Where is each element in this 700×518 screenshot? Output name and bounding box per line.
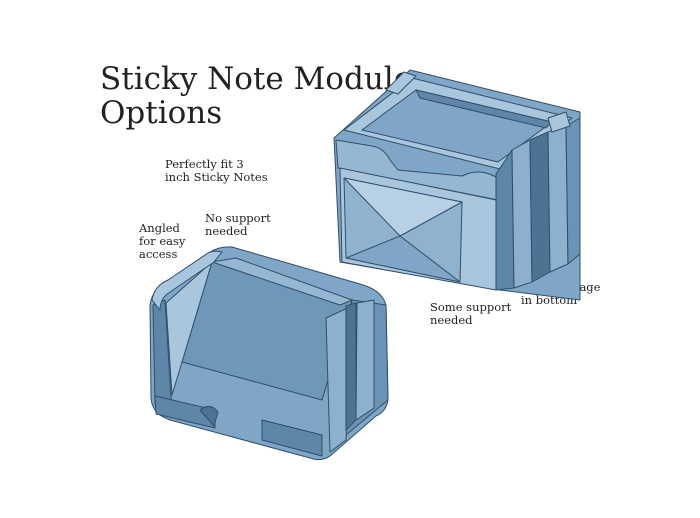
note-angled: Angled for easy access [139,221,186,261]
storage-module-render [333,69,581,301]
title-line-1: Sticky Note Module [100,61,413,97]
page-title: Sticky Note Module Options [100,62,412,130]
note-no-support: No support needed [205,211,271,238]
note-perfectly-fit: Perfectly fit 3 inch Sticky Notes [165,157,268,184]
note-some-support: Some support needed [430,300,512,327]
title-line-2: Options [100,95,223,131]
angled-module-render [149,246,389,461]
